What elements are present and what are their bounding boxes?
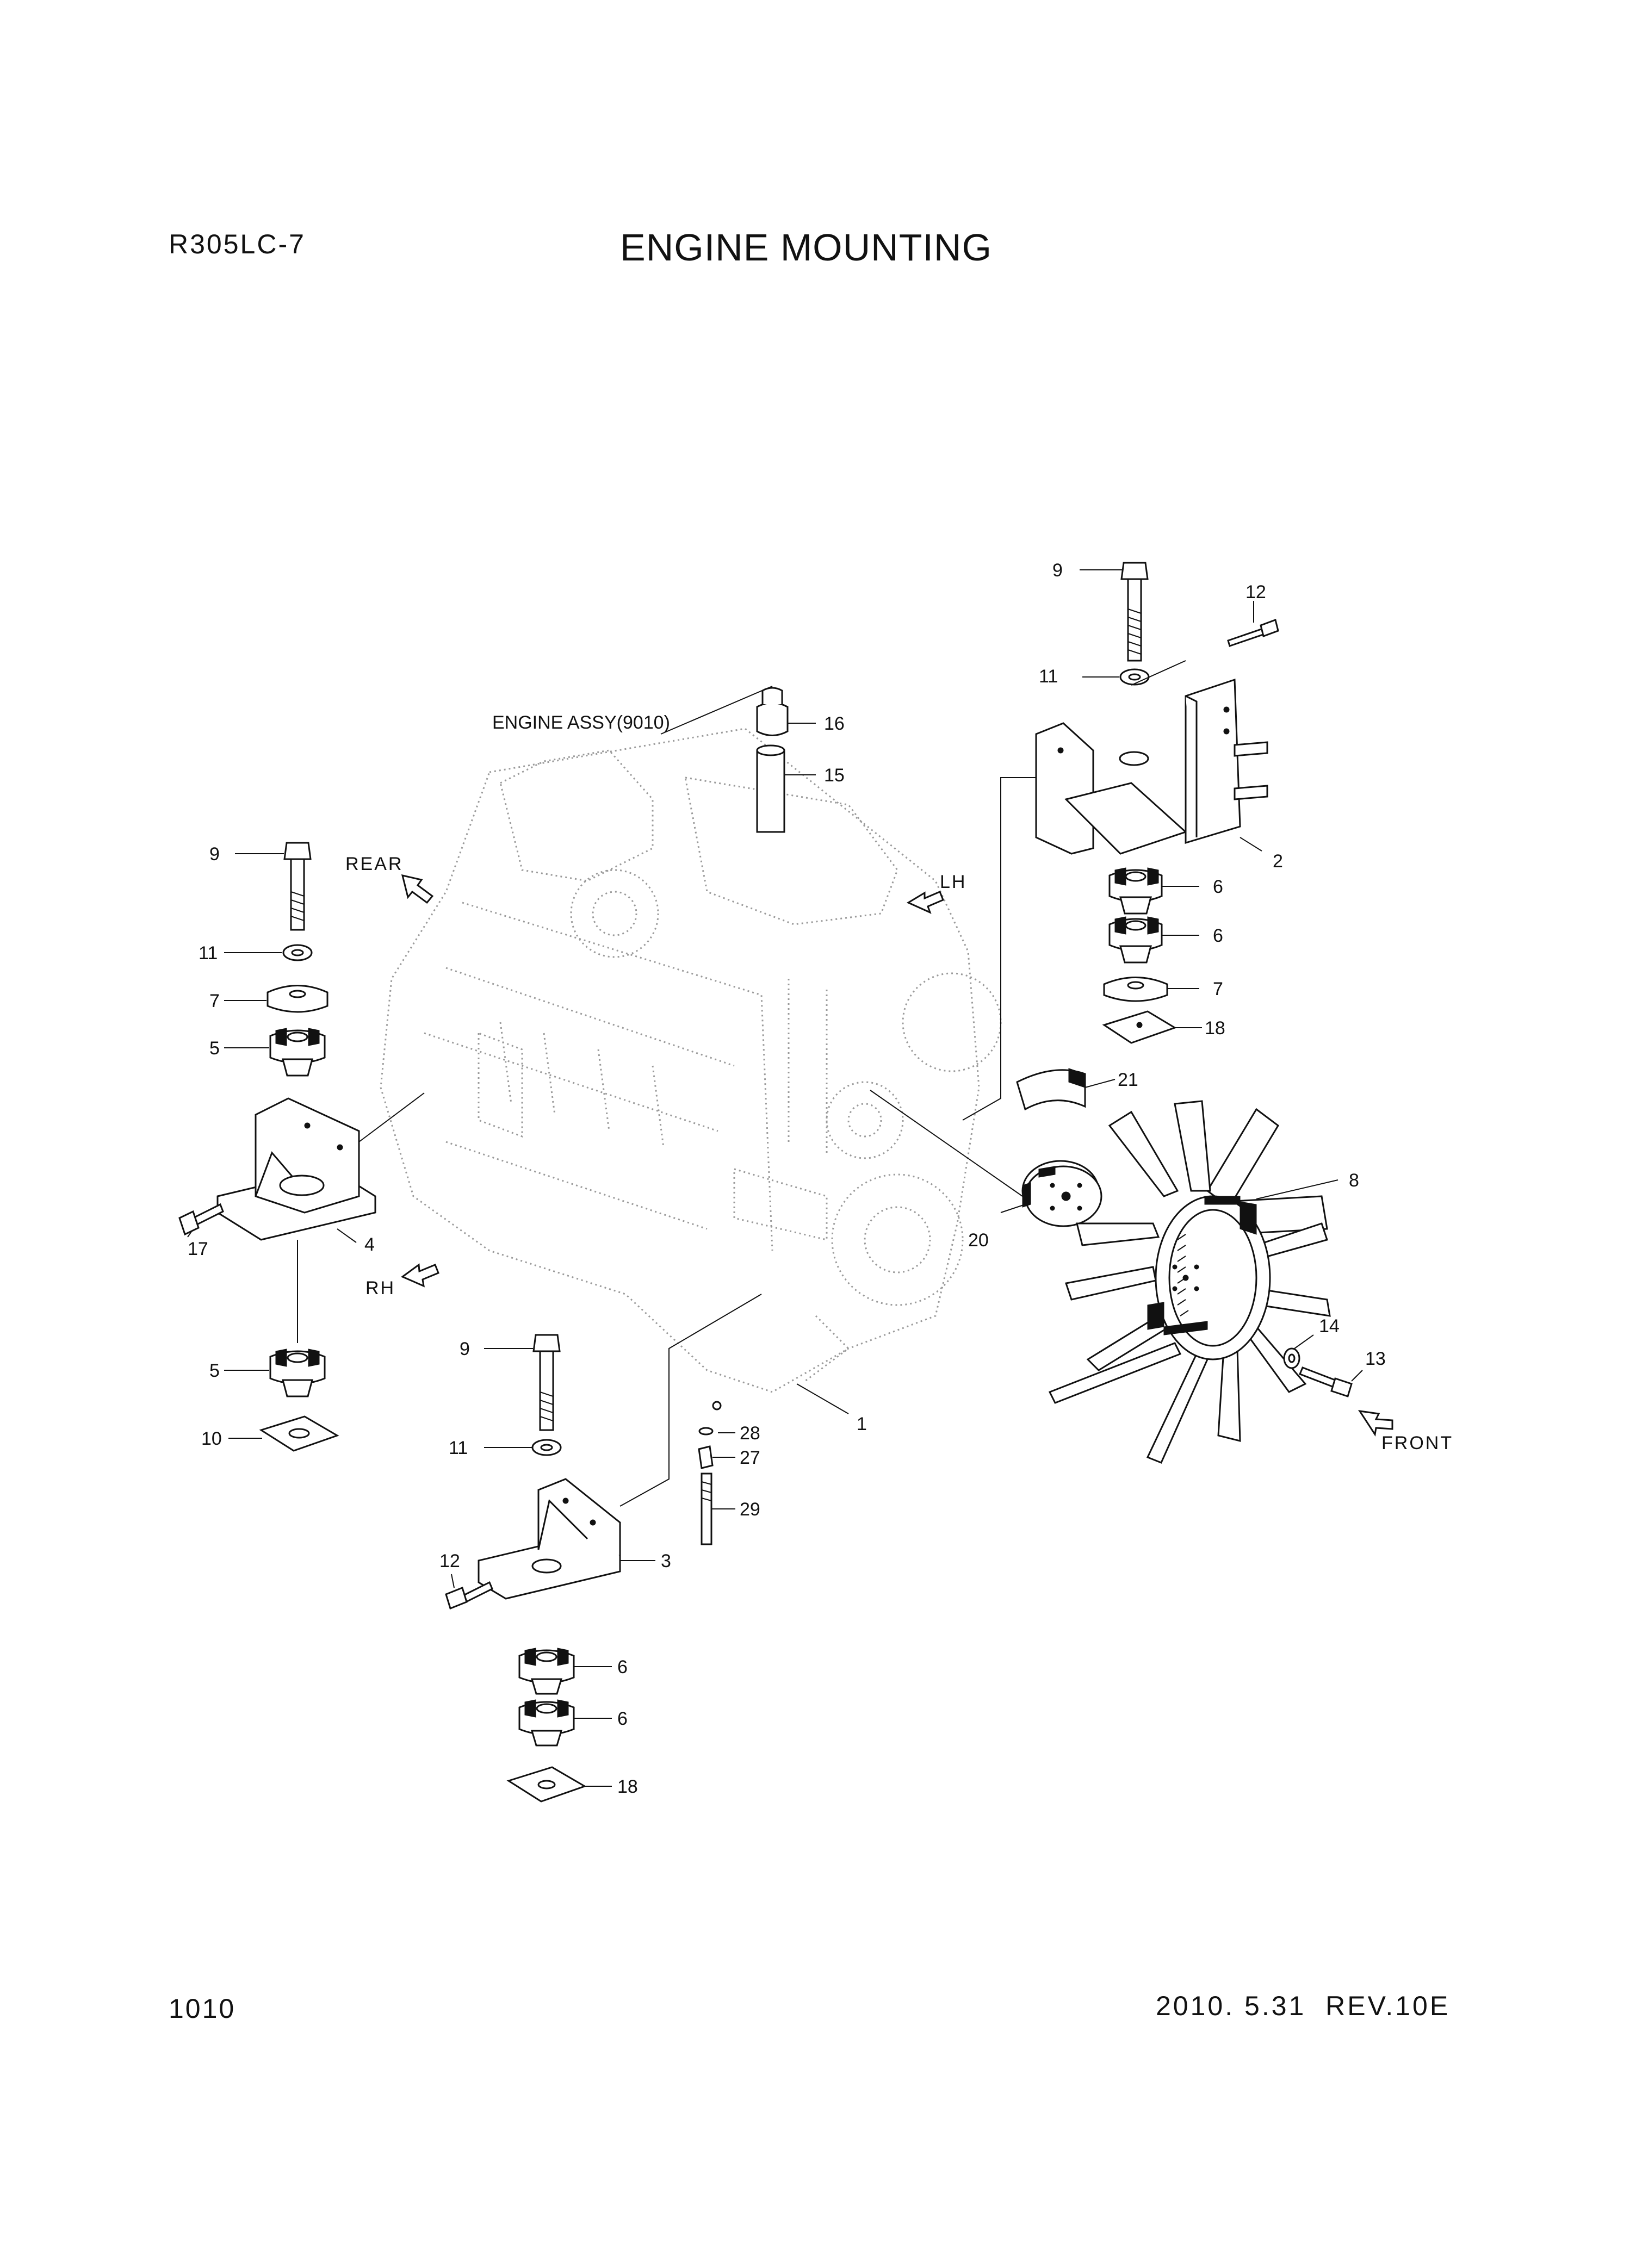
- callout-13: 13: [1365, 1349, 1386, 1369]
- callout-6: 6: [1213, 925, 1223, 946]
- callout-11: 11: [449, 1438, 468, 1458]
- callout-18: 18: [617, 1776, 638, 1797]
- callout-6: 6: [1213, 877, 1223, 897]
- breather-group: [756, 687, 789, 833]
- rear-arrow-icon: [401, 874, 434, 904]
- callout-9: 9: [1052, 560, 1063, 581]
- leader-lines: [187, 569, 1363, 1787]
- callout-10: 10: [201, 1428, 222, 1449]
- drain-group: [698, 1401, 722, 1545]
- direction-lh: LH: [940, 872, 966, 892]
- lh-front-mount-group: [445, 1334, 621, 1803]
- callout-20: 20: [968, 1230, 989, 1251]
- callout-17: 17: [188, 1239, 208, 1259]
- callout-12: 12: [1245, 582, 1266, 602]
- callout-5: 5: [209, 1360, 220, 1381]
- model-code: R305LC-7: [169, 229, 306, 259]
- lh-arrow-icon: [906, 891, 944, 914]
- callout-1: 1: [857, 1414, 867, 1434]
- callout-7: 7: [1213, 979, 1223, 999]
- callout-9: 9: [209, 844, 220, 865]
- revision-info: 2010. 5.31 REV.10E: [1156, 1991, 1451, 2021]
- engine-assy-label: ENGINE ASSY(9010): [492, 712, 670, 733]
- callout-4: 4: [364, 1234, 375, 1255]
- callout-27: 27: [740, 1447, 760, 1468]
- rh-mount-group: [178, 842, 376, 1452]
- callout-28: 28: [740, 1423, 760, 1444]
- callout-29: 29: [740, 1499, 760, 1520]
- direction-front: FRONT: [1381, 1433, 1453, 1453]
- front-arrow-icon: [1358, 1410, 1393, 1437]
- callout-6: 6: [617, 1708, 628, 1729]
- callout-11: 11: [1039, 666, 1058, 687]
- callout-15: 15: [824, 765, 845, 786]
- page-number: 1010: [169, 1993, 236, 2024]
- callout-12: 12: [439, 1551, 460, 1571]
- rh-arrow-icon: [401, 1263, 439, 1288]
- callout-6: 6: [617, 1657, 628, 1677]
- direction-rear: REAR: [345, 854, 403, 874]
- direction-arrows: [401, 874, 1393, 1437]
- direction-rh: RH: [365, 1278, 395, 1298]
- callout-21: 21: [1118, 1070, 1138, 1090]
- page-title: ENGINE MOUNTING: [620, 226, 992, 269]
- callout-8: 8: [1349, 1170, 1359, 1191]
- rear-lh-mount-group: [1035, 562, 1279, 1044]
- callout-3: 3: [661, 1551, 671, 1571]
- callout-2: 2: [1273, 851, 1283, 872]
- callout-14: 14: [1319, 1316, 1340, 1337]
- fan-group: [1016, 1068, 1353, 1464]
- callout-5: 5: [209, 1038, 220, 1059]
- callout-16: 16: [824, 713, 845, 734]
- callout-9: 9: [460, 1339, 470, 1359]
- callout-7: 7: [209, 991, 220, 1011]
- callout-11: 11: [199, 943, 218, 964]
- callout-18: 18: [1205, 1018, 1225, 1039]
- engine-assembly-outline: [380, 728, 1002, 1393]
